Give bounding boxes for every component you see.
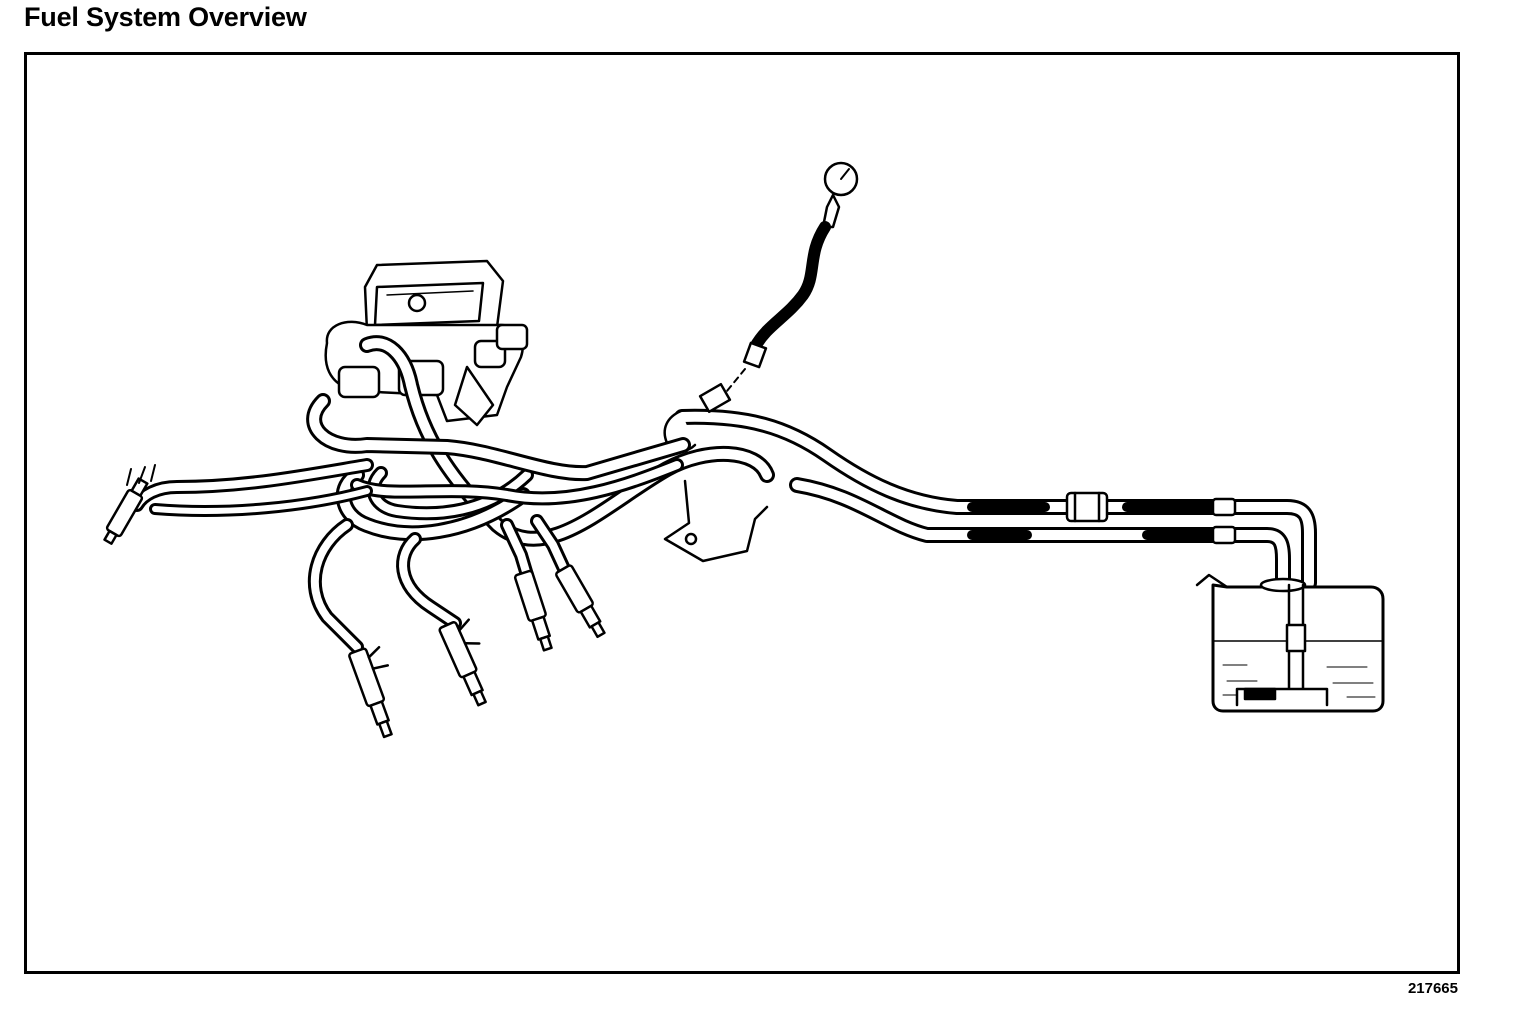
injector-branches (130, 458, 572, 654)
fuel-rail-right (306, 393, 691, 506)
fuel-feed-line (674, 408, 1317, 591)
fuel-return-line (789, 477, 1291, 591)
fuel-pressure-gauge (726, 161, 859, 392)
fuel-filter (1065, 491, 1237, 545)
figure-id: 217665 (1407, 980, 1458, 997)
mounting-bracket (663, 479, 769, 563)
fuel-system-diagram (103, 161, 1385, 739)
throttle-body (324, 259, 529, 427)
page-title: Fuel System Overview (24, 2, 307, 32)
fuel-injector (103, 464, 606, 739)
figure-frame (24, 52, 1460, 974)
in-tank-fuel-pump (1235, 583, 1329, 707)
